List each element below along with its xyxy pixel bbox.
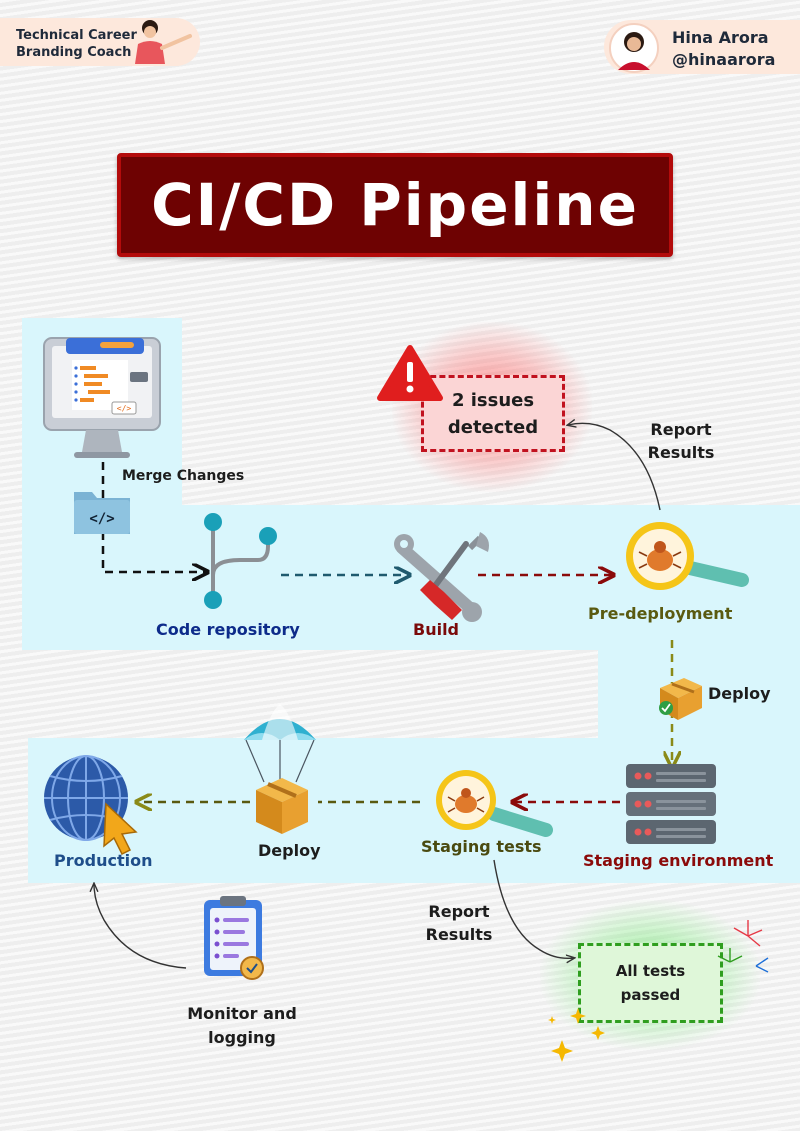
merge-changes-label: Merge Changes: [122, 468, 245, 484]
coach-title: Technical Career Branding Coach: [16, 27, 137, 61]
report-results-bottom: Report Results: [414, 900, 504, 946]
monitor-to-production-arrow: [94, 884, 187, 969]
monitoring-clipboard-icon: [204, 896, 264, 980]
production-label: Production: [54, 851, 153, 870]
server-stack-icon: [626, 764, 716, 844]
staging-tests-label: Staging tests: [421, 837, 542, 856]
coach-avatar-icon: [135, 20, 192, 64]
pre-deployment-label: Pre-deployment: [588, 604, 733, 623]
fireworks-icon: [717, 920, 769, 973]
deploy-box-icon: [659, 678, 702, 720]
author-handle: @hinaarora: [672, 50, 776, 69]
staging-bug-magnifier-icon: [436, 770, 553, 837]
issues-detected-text: 2 issues detected: [421, 375, 565, 452]
coach-badge: [0, 18, 200, 66]
coach-line-2: Branding Coach: [16, 45, 132, 60]
svg-text:</>: </>: [89, 511, 114, 527]
build-label: Build: [413, 620, 460, 639]
author-avatar-icon: [609, 23, 659, 73]
tests-passed-box: [578, 943, 723, 1023]
deploy-bottom-label: Deploy: [258, 841, 321, 860]
monitor-line-2: logging: [208, 1028, 276, 1047]
tests-report-arrow: [493, 859, 574, 958]
deploy-top-label: Deploy: [708, 684, 771, 703]
report-top-line-1: Report: [650, 420, 712, 439]
production-globe-icon: [44, 755, 138, 856]
code-repository-label: Code repository: [156, 620, 300, 639]
tests-passed-text: All tests passed: [578, 943, 723, 1023]
author-name: Hina Arora: [672, 28, 769, 47]
git-branch-icon: [204, 513, 277, 609]
issues-line-1: 2 issues: [451, 389, 535, 411]
monitor-logging-label: Monitor and logging: [180, 1002, 304, 1050]
report-results-top: Report Results: [640, 418, 722, 464]
report-bottom-line-1: Report: [428, 902, 490, 921]
svg-text:</>: </>: [117, 404, 132, 413]
parachute-box-icon: [244, 704, 316, 834]
coach-line-1: Technical Career: [16, 28, 137, 43]
passed-line-1: All tests: [615, 962, 686, 980]
title-banner: [117, 153, 673, 257]
issues-detected-box: [421, 375, 565, 452]
report-top-line-2: Results: [647, 443, 715, 462]
predeploy-bug-magnifier-icon: [626, 522, 749, 590]
code-folder-icon: </>: [74, 492, 130, 534]
predeploy-report-arrow: [568, 423, 661, 511]
page-title: CI/CD Pipeline: [151, 171, 639, 239]
issues-line-2: detected: [447, 416, 539, 438]
code-monitor-icon: </>: [43, 337, 161, 458]
passed-line-2: passed: [620, 986, 681, 1004]
monitor-line-1: Monitor and: [187, 1004, 297, 1023]
warning-icon: [377, 345, 443, 401]
staging-environment-label: Staging environment: [583, 851, 774, 870]
sparkle-icon: [548, 1008, 605, 1062]
report-bottom-line-2: Results: [425, 925, 493, 944]
build-tools-icon: [394, 532, 489, 622]
